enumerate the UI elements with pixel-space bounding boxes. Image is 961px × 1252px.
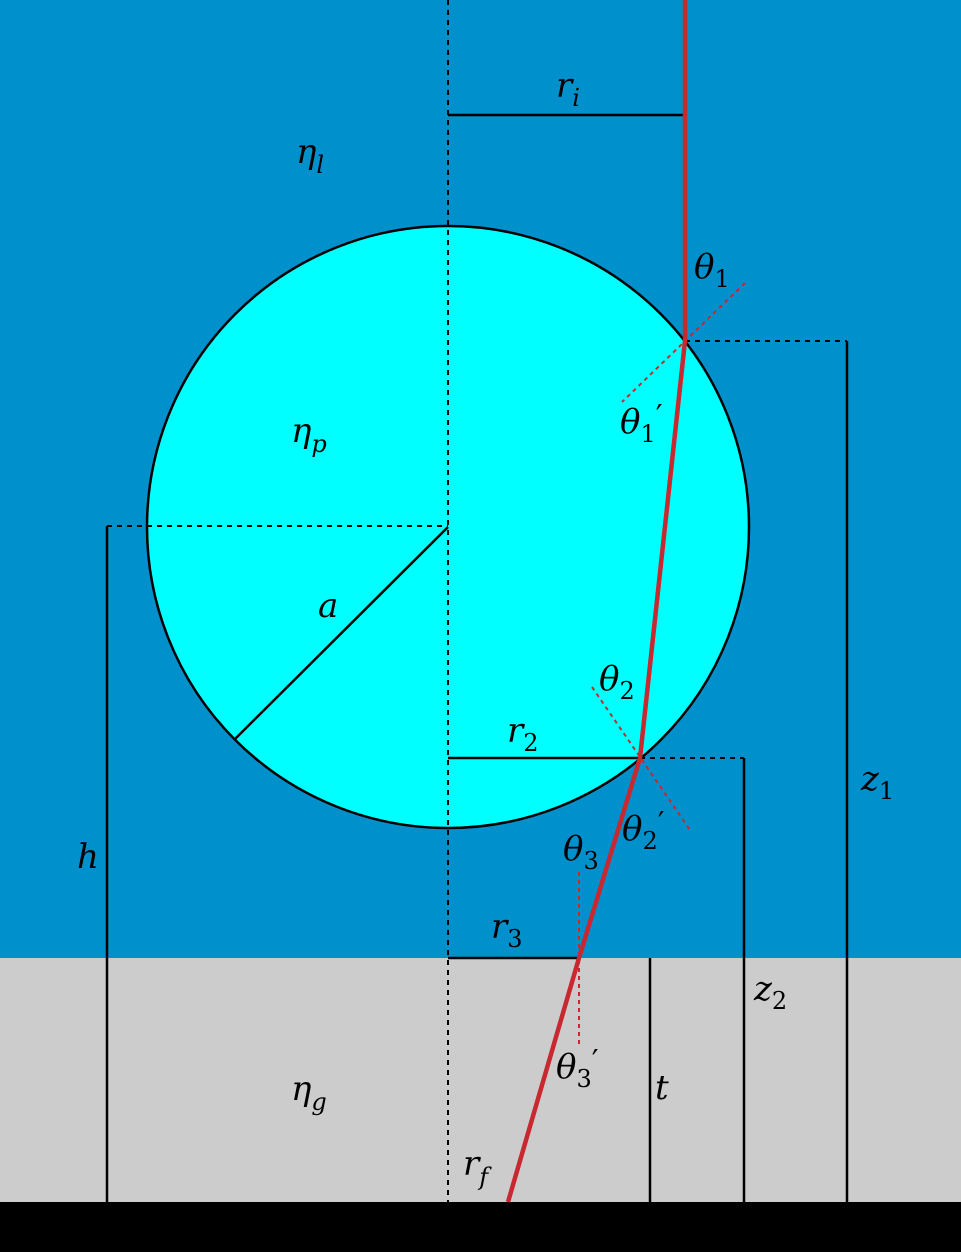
radius-line bbox=[233, 526, 449, 741]
label-eta-g: ηg bbox=[291, 1069, 327, 1116]
label-eta-l: ηl bbox=[296, 132, 324, 179]
label-theta-2-prime: θ2′ bbox=[622, 806, 665, 855]
glass-layer bbox=[0, 958, 961, 1203]
label-z-1: z1 bbox=[860, 759, 894, 805]
label-theta-3: θ3 bbox=[563, 829, 599, 875]
normal-2 bbox=[591, 686, 691, 831]
substrate-bar bbox=[0, 1202, 961, 1252]
label-theta-2: θ2 bbox=[599, 659, 635, 705]
label-r-3: r3 bbox=[491, 907, 523, 953]
light-ray bbox=[505, 0, 688, 1203]
label-r-i: ri bbox=[556, 66, 580, 112]
label-theta-3-prime: θ3′ bbox=[556, 1044, 599, 1093]
label-eta-p: ηp bbox=[291, 411, 327, 458]
label-t: t bbox=[655, 1068, 669, 1108]
label-h: h bbox=[77, 837, 99, 877]
label-r-2: r2 bbox=[507, 711, 539, 757]
label-z-2: z2 bbox=[753, 969, 787, 1015]
label-a: a bbox=[318, 586, 338, 626]
label-theta-1-prime: θ1′ bbox=[620, 399, 663, 448]
label-theta-1: θ1 bbox=[694, 247, 730, 293]
